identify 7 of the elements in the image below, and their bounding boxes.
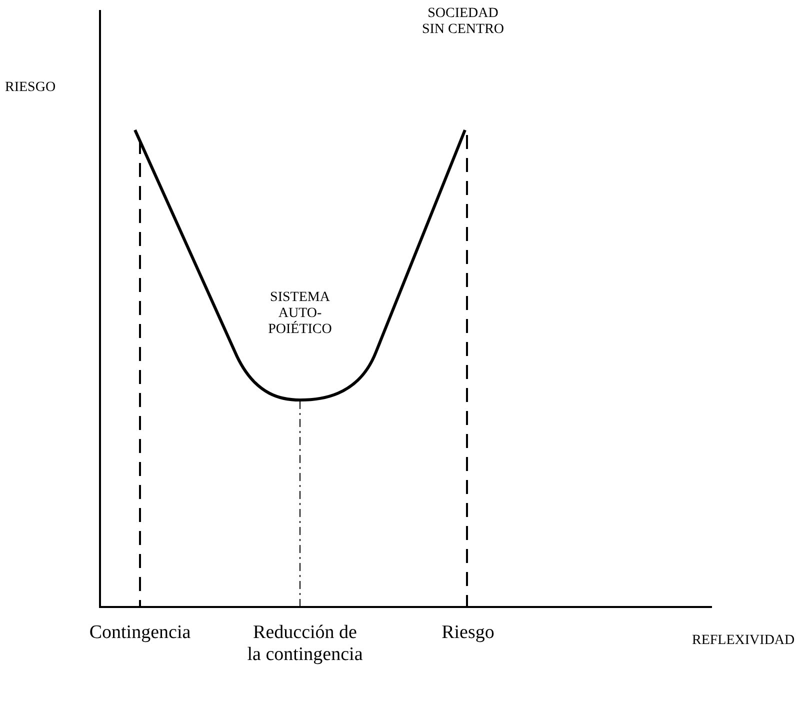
peak-label: SOCIEDAD SIN CENTRO [420,6,506,38]
x-tick-label: Contingencia [88,622,192,644]
x-tick-label: Riesgo [440,622,496,644]
axis-label: REFLEXIVIDAD [692,633,796,650]
axis-label: RIESGO [5,80,57,96]
x-tick-label: Reducción de la contingencia [246,622,364,666]
valley-label: SISTEMA AUTO- POIÉTICO [267,290,333,338]
